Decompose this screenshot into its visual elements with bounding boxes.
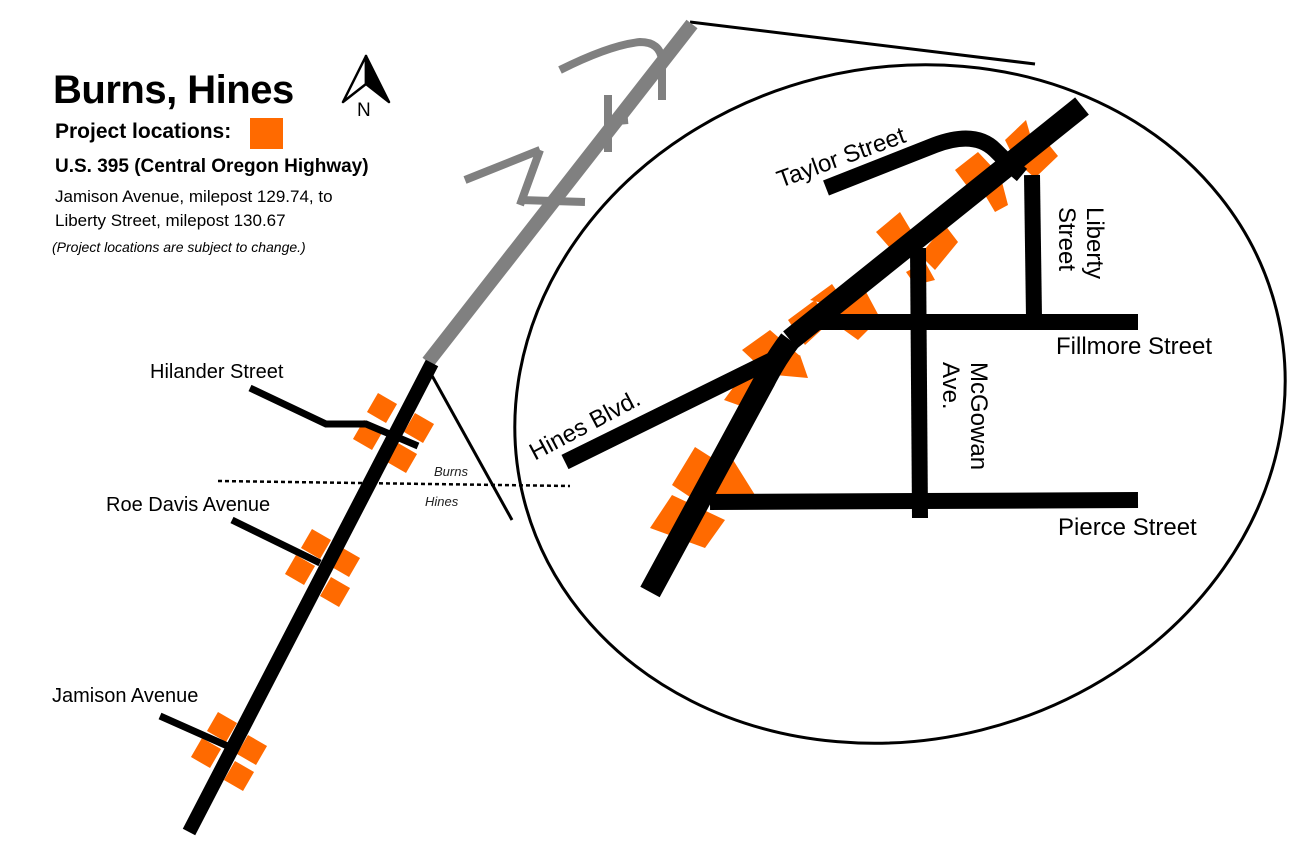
label-roe-davis-avenue: Roe Davis Avenue xyxy=(106,494,271,516)
liberty-street-text: Liberty Street xyxy=(1053,207,1108,280)
project-extent-line1: Jamison Avenue, milepost 129.74, to xyxy=(55,187,333,206)
label-liberty-street: Liberty Street xyxy=(1053,207,1108,295)
gray-road-network xyxy=(422,19,698,367)
label-hilander-street: Hilander Street xyxy=(150,361,284,383)
label-jamison-avenue: Jamison Avenue xyxy=(52,685,199,707)
label-pierce-street: Pierce Street xyxy=(1058,514,1197,541)
project-extent-line2: Liberty Street, milepost 130.67 xyxy=(55,211,286,230)
label-mcgowan-ave: McGowan Ave. xyxy=(937,362,992,472)
callout-lines xyxy=(428,20,1036,521)
mcgowan-ave-text: McGowan Ave. xyxy=(937,362,992,471)
legend-label: Project locations: xyxy=(55,120,232,143)
disclaimer-note: (Project locations are subject to change… xyxy=(52,239,306,255)
north-arrow-icon xyxy=(341,54,391,104)
label-fillmore-street: Fillmore Street xyxy=(1056,333,1213,360)
project-location-swatch xyxy=(250,118,283,149)
inset-road-network xyxy=(561,97,1139,598)
compass-label: N xyxy=(357,100,371,121)
inset-frame xyxy=(513,63,1287,745)
label-hines-boundary: Hines xyxy=(425,494,459,509)
label-burns-boundary: Burns xyxy=(434,464,468,479)
city-boundary xyxy=(217,479,571,488)
highway-name: U.S. 395 (Central Oregon Highway) xyxy=(55,156,369,177)
main-road-network xyxy=(158,359,439,836)
map-title: Burns, Hines xyxy=(53,68,294,112)
